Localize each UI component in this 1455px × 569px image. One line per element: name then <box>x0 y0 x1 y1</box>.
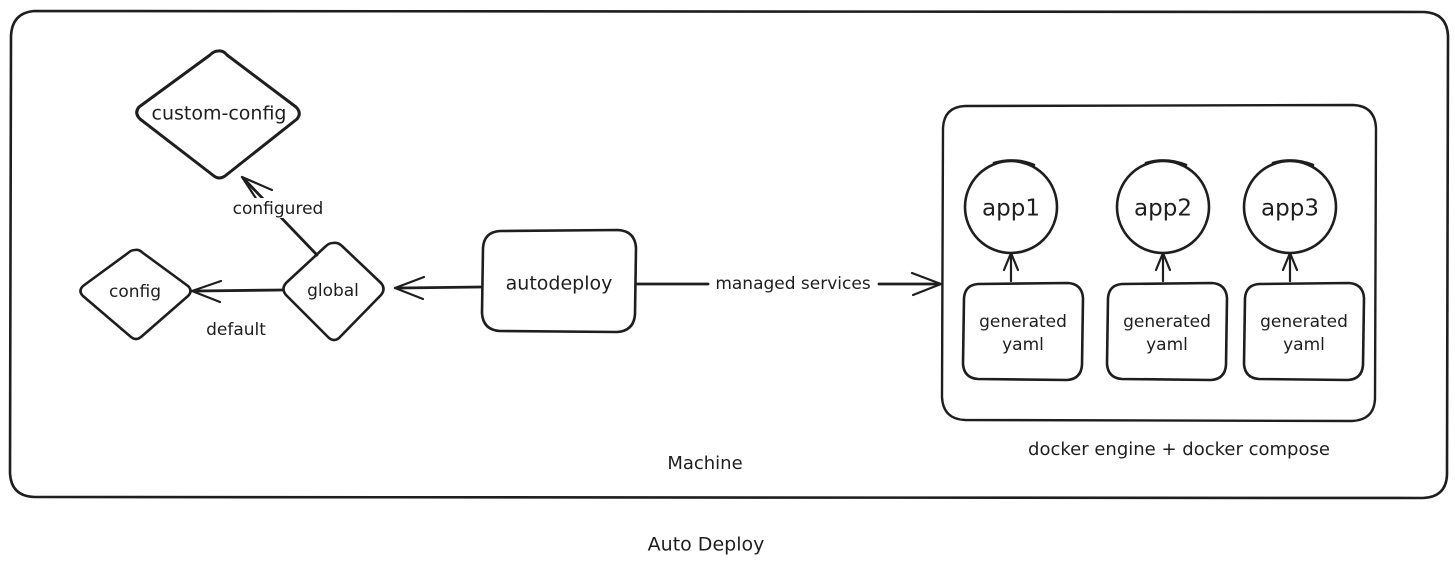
service-app1[interactable]: app1 generated yaml <box>961 159 1085 382</box>
app1-yaml-line1: generated <box>979 312 1067 332</box>
edge-default: default <box>190 279 285 340</box>
app3-label: app3 <box>1261 196 1319 222</box>
autodeploy-global-line <box>397 285 483 290</box>
node-autodeploy[interactable]: autodeploy <box>480 228 638 334</box>
app2-arrowhead-a <box>1154 251 1165 272</box>
app3-yaml-line2: yaml <box>1283 335 1325 355</box>
app1-circle-sketch-overstroke <box>992 159 1036 167</box>
managed-services-arrowhead-b <box>911 282 943 297</box>
diagram-caption: Auto Deploy <box>648 534 765 556</box>
custom-config-label: custom-config <box>152 103 287 125</box>
app1-yaml-box <box>961 281 1085 382</box>
default-label: default <box>206 320 266 340</box>
node-config[interactable]: config <box>79 248 192 341</box>
app3-circle-sketch-overstroke <box>1271 159 1315 167</box>
app3-yaml-line1: generated <box>1260 312 1348 332</box>
custom-config-diamond <box>135 49 301 180</box>
configured-label: configured <box>233 199 324 219</box>
edge-configured: configured <box>232 175 324 257</box>
app1-arrowhead-a <box>1002 251 1013 272</box>
autodeploy-label: autodeploy <box>506 273 613 295</box>
service-app3[interactable]: app3 generated yaml <box>1242 159 1366 382</box>
managed-services-arrowhead-a <box>910 271 943 286</box>
app2-circle-sketch-overstroke <box>1144 159 1188 167</box>
autodeploy-box <box>480 228 638 334</box>
node-custom-config[interactable]: custom-config <box>135 49 301 180</box>
edge-autodeploy-to-global <box>393 275 483 301</box>
app2-arrowhead-b <box>1161 251 1172 272</box>
app2-yaml-box <box>1105 281 1229 382</box>
app2-yaml-line1: generated <box>1123 312 1211 332</box>
managed-services-label: managed services <box>715 274 871 294</box>
app3-yaml-box <box>1242 281 1366 382</box>
edge-managed-services: managed services <box>635 271 943 297</box>
node-global[interactable]: global <box>282 241 385 342</box>
configured-arrowhead-a <box>240 175 274 192</box>
default-edge-line <box>194 288 285 293</box>
autodeploy-global-arrowhead-b <box>393 286 425 301</box>
app1-yaml-line2: yaml <box>1002 335 1044 355</box>
app3-arrowhead-b <box>1288 251 1299 272</box>
app1-arrowhead-b <box>1009 251 1020 272</box>
global-diamond <box>282 241 385 342</box>
docker-container-label: docker engine + docker compose <box>1028 439 1330 460</box>
app2-label: app2 <box>1134 196 1192 222</box>
autodeploy-global-arrowhead-a <box>393 275 426 290</box>
global-label: global <box>307 281 359 301</box>
app3-arrowhead-a <box>1281 251 1292 272</box>
default-arrowhead-a <box>190 279 223 293</box>
machine-container-label: Machine <box>667 453 742 474</box>
service-app2[interactable]: app2 generated yaml <box>1105 159 1229 382</box>
default-arrowhead-b <box>190 289 222 304</box>
config-label: config <box>109 282 161 302</box>
app2-yaml-line2: yaml <box>1146 335 1188 355</box>
config-diamond <box>79 248 192 341</box>
app1-label: app1 <box>982 196 1040 222</box>
configured-label-backdrop <box>232 198 324 218</box>
